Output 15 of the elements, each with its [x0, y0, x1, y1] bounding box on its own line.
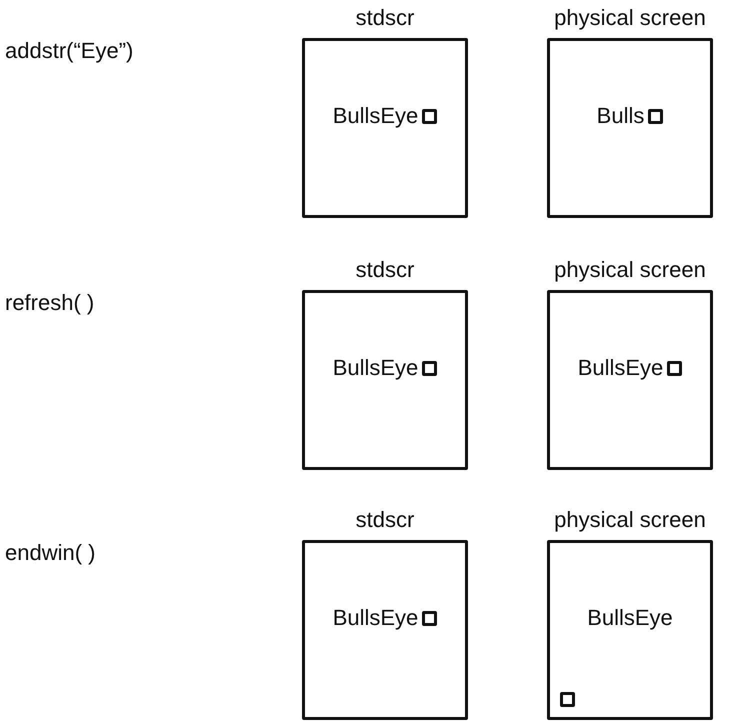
function-call-label: refresh( ): [5, 290, 94, 316]
screen-text: Bulls: [596, 103, 644, 129]
screen-text: BullsEye: [587, 605, 673, 631]
screen-heading: stdscr: [354, 507, 416, 533]
screen-heading: physical screen: [553, 507, 707, 533]
function-call-label: addstr(“Eye”): [5, 38, 134, 64]
screen-text: BullsEye: [332, 355, 418, 381]
screen-heading: stdscr: [354, 5, 416, 31]
screen-text: BullsEye: [332, 605, 418, 631]
screen-heading: physical screen: [553, 5, 707, 31]
screen-text: BullsEye: [578, 355, 664, 381]
function-call-label: endwin( ): [5, 540, 96, 566]
screen-text: BullsEye: [332, 103, 418, 129]
screen-heading: stdscr: [354, 257, 416, 283]
screen-heading: physical screen: [553, 257, 707, 283]
